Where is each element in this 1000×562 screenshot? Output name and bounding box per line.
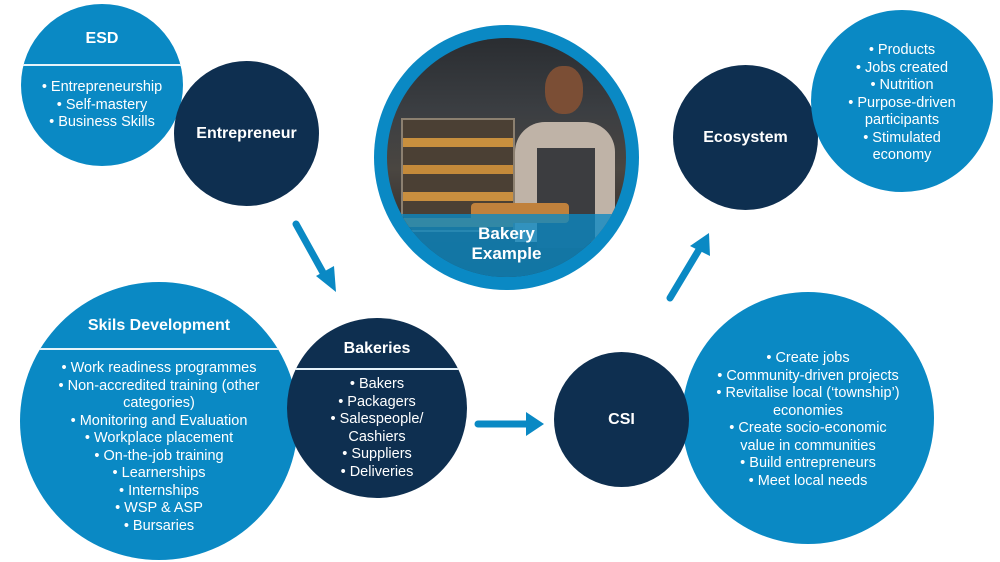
list-item: • Monitoring and Evaluation <box>70 412 248 429</box>
ecosystem-label: Ecosystem <box>703 128 788 146</box>
list-item: • On-the-job training <box>94 447 224 464</box>
csi-outcomes-list: • Create jobs • Community-driven project… <box>682 350 934 490</box>
list-item: • Meet local needs <box>748 472 868 489</box>
arrow-csi-to-ecosystem <box>666 233 710 302</box>
ecosystem-circle: Ecosystem <box>673 65 818 210</box>
list-item: • Products <box>868 42 936 58</box>
bakery-example-label: Bakery Example <box>387 214 626 277</box>
list-item: economies <box>772 402 844 419</box>
esd-circle: ESD • Entrepreneurship • Self-mastery • … <box>21 4 183 166</box>
bakery-example-circle: Bakery Example <box>374 25 639 290</box>
list-item: • Community-driven projects <box>717 367 899 384</box>
list-item: Cashiers <box>348 428 406 445</box>
list-item: • Purpose-driven <box>848 94 956 111</box>
bakeries-divider <box>287 368 467 370</box>
entrepreneur-label: Entrepreneur <box>196 124 297 142</box>
list-item: • Workplace placement <box>84 430 234 446</box>
list-item: • Build entrepreneurs <box>740 455 876 471</box>
list-item: • Packagers <box>338 393 416 410</box>
list-item: • Internships <box>118 482 200 499</box>
list-item: participants <box>864 112 940 128</box>
list-item: • WSP & ASP <box>115 500 203 516</box>
ecosystem-outcomes-list: • Products • Jobs created • Nutrition • … <box>811 42 993 165</box>
list-item: • Entrepreneurship <box>41 79 163 95</box>
list-item: • Create jobs <box>766 350 850 366</box>
list-item: • Suppliers <box>342 446 412 462</box>
list-item: • Revitalise local (‘township’) <box>716 385 900 401</box>
list-item: • Deliveries <box>340 463 414 480</box>
esd-divider <box>21 64 183 66</box>
list-item: • Jobs created <box>855 59 949 76</box>
arrow-bakeries-to-csi <box>474 412 544 436</box>
csi-circle: CSI <box>554 352 689 487</box>
skills-development-circle: Skils Development • Work readiness progr… <box>20 282 298 560</box>
list-item: • Learnerships <box>112 465 206 481</box>
esd-title: ESD <box>85 30 119 47</box>
list-item: • Bursaries <box>123 517 195 534</box>
arrow-entrepreneur-to-bakeries <box>292 220 336 292</box>
esd-list: • Entrepreneurship • Self-mastery • Busi… <box>21 79 183 132</box>
list-item: • Work readiness programmes <box>61 360 257 376</box>
list-item: economy <box>872 147 932 163</box>
list-item: • Nutrition <box>870 77 934 93</box>
baker-head <box>545 66 583 114</box>
ecosystem-outcomes-circle: • Products • Jobs created • Nutrition • … <box>811 10 993 192</box>
skills-development-divider <box>20 348 298 350</box>
skills-development-title: Skils Development <box>87 317 231 334</box>
list-item: categories) <box>123 395 195 411</box>
bakeries-circle: Bakeries • Bakers • Packagers • Salespeo… <box>287 318 467 498</box>
bakeries-list: • Bakers • Packagers • Salespeople/ Cash… <box>287 376 467 481</box>
csi-label: CSI <box>608 410 635 428</box>
list-item: • Bakers <box>349 376 405 392</box>
list-item: value in communities <box>740 437 876 454</box>
list-item: • Self-mastery <box>56 96 148 113</box>
list-item: • Non-accredited training (other <box>58 377 260 394</box>
entrepreneur-circle: Entrepreneur <box>174 61 319 206</box>
baker-photo: Bakery Example <box>387 38 626 277</box>
list-item: • Stimulated <box>863 129 941 146</box>
csi-outcomes-circle: • Create jobs • Community-driven project… <box>682 292 934 544</box>
skills-development-list: • Work readiness programmes • Non-accred… <box>20 360 298 535</box>
list-item: • Business Skills <box>49 114 155 130</box>
list-item: • Salespeople/ <box>330 411 424 427</box>
bakeries-title: Bakeries <box>343 340 411 357</box>
list-item: • Create socio-economic <box>729 420 887 436</box>
